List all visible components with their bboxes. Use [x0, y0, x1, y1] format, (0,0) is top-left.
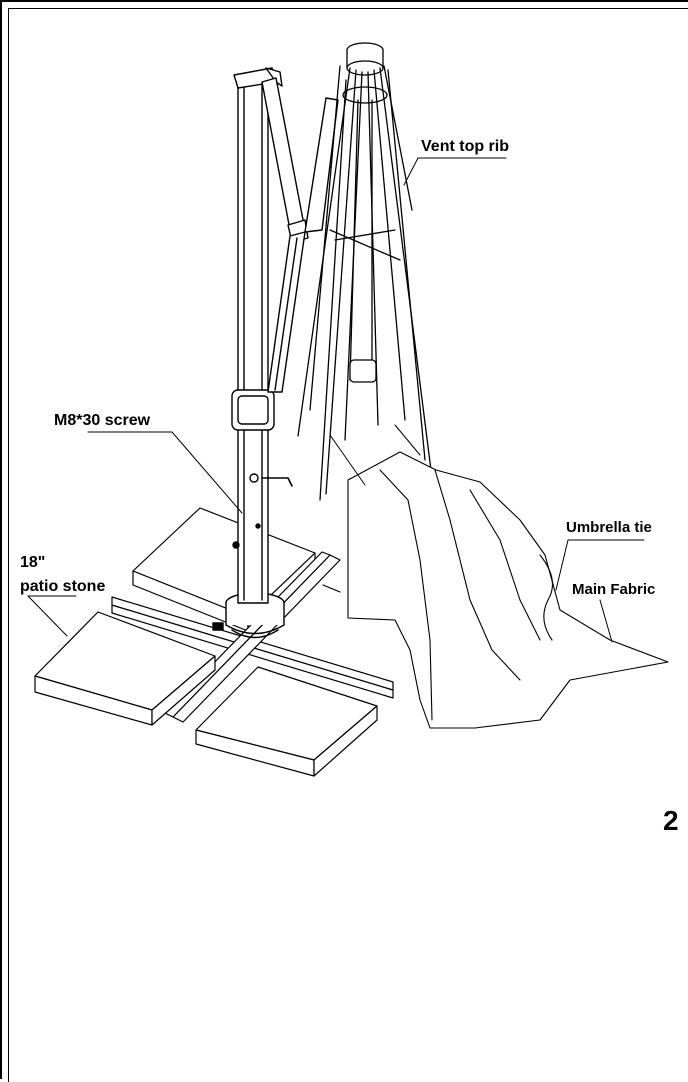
patio-stone-front-right — [195, 666, 378, 777]
label-vent-top-rib: Vent top rib — [421, 138, 509, 155]
main-fabric-bundle — [347, 451, 669, 729]
label-patio-stone: patio stone — [20, 578, 105, 595]
main-pole — [231, 67, 293, 604]
label-umbrella-tie: Umbrella tie — [566, 519, 652, 536]
step-number: 2 — [663, 805, 679, 836]
folded-canopy-ribs — [297, 42, 433, 501]
label-patio-stone-size: 18" — [20, 554, 45, 571]
patio-stone-front-left — [34, 611, 216, 726]
label-main-fabric: Main Fabric — [572, 581, 655, 598]
cantilever-arm — [261, 77, 339, 393]
label-m8-screw: M8*30 screw — [54, 412, 151, 429]
leader-lines — [27, 157, 645, 643]
